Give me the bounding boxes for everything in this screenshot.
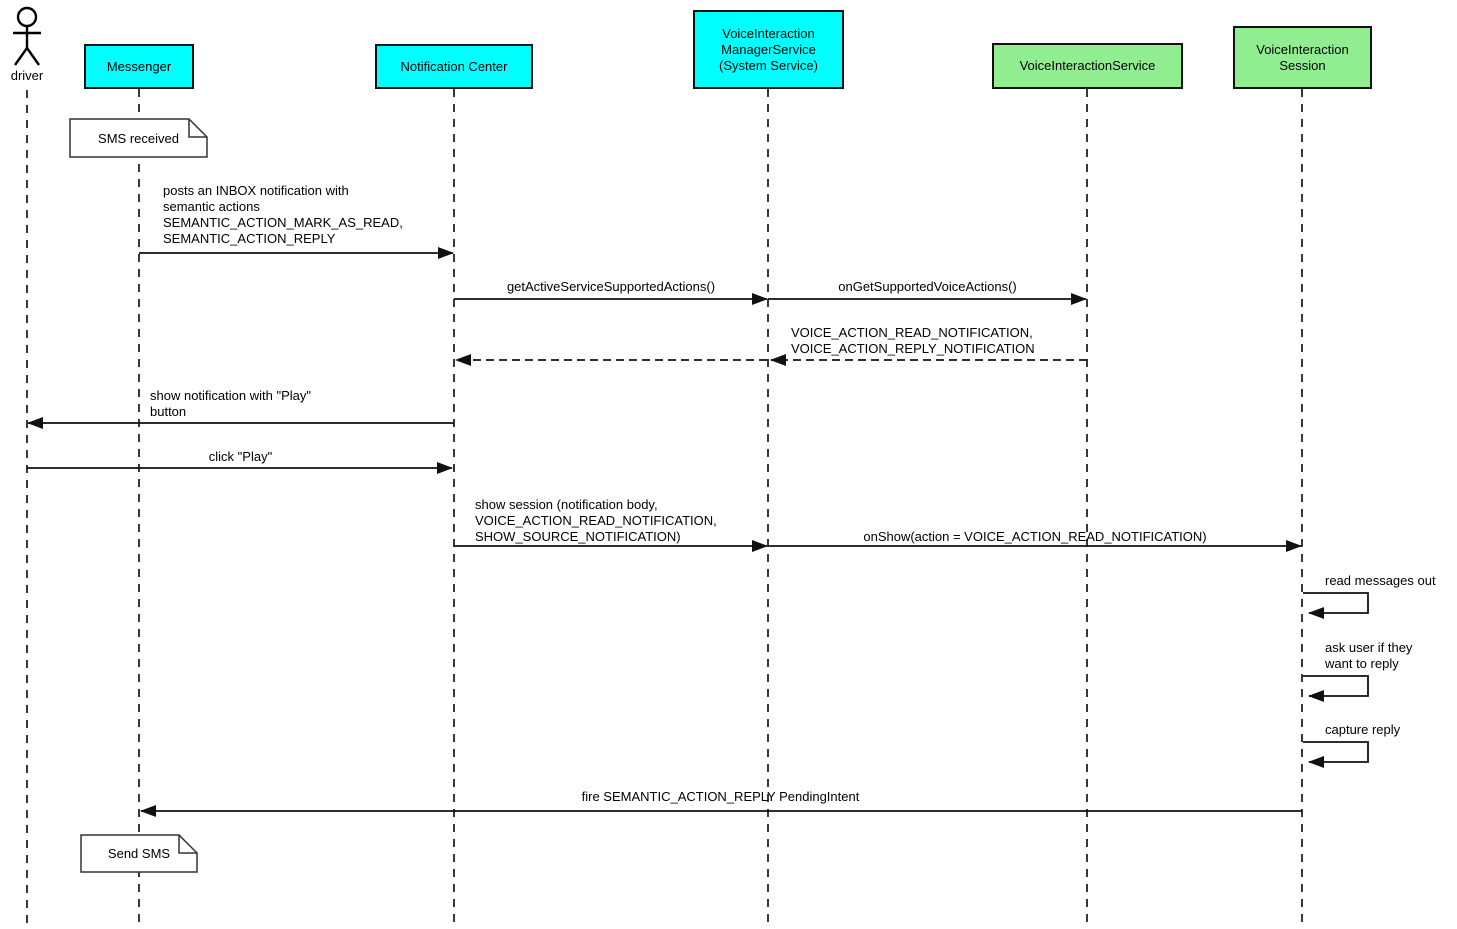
note-sms-received-shape	[69, 118, 208, 158]
note-send-sms-shape	[80, 834, 198, 873]
message-ask-user-reply-label: ask user if they want to reply	[1325, 640, 1413, 671]
self-arrow-ask-user-reply	[1303, 675, 1369, 702]
participant-notification-center: Notification Center	[375, 44, 533, 89]
participant-voice-interaction-session-label: VoiceInteraction Session	[1256, 41, 1349, 73]
participant-voice-interaction-manager-service: VoiceInteraction ManagerService (System …	[693, 10, 844, 89]
message-on-show-label: onShow(action = VOICE_ACTION_READ_NOTIFI…	[863, 529, 1207, 544]
self-arrow-capture-reply	[1303, 741, 1369, 768]
participant-voice-interaction-manager-service-label: VoiceInteraction ManagerService (System …	[719, 25, 818, 73]
note-sms-received-label: SMS received	[98, 130, 179, 146]
message-posts-inbox-notification-label: posts an INBOX notification with semanti…	[163, 183, 403, 246]
participant-voice-interaction-service: VoiceInteractionService	[992, 43, 1183, 89]
message-fire-semantic-action-reply-label: fire SEMANTIC_ACTION_REPLY PendingIntent	[581, 789, 860, 804]
participant-voice-interaction-service-label: VoiceInteractionService	[1019, 58, 1156, 73]
message-show-session-label: show session (notification body, VOICE_A…	[475, 497, 717, 544]
participant-messenger: Messenger	[84, 44, 194, 89]
message-return-voice-actions-label: VOICE_ACTION_READ_NOTIFICATION, VOICE_AC…	[791, 325, 1035, 356]
actor-driver-label: driver	[10, 68, 44, 83]
participant-voice-interaction-session: VoiceInteraction Session	[1233, 26, 1372, 89]
participant-notification-center-label: Notification Center	[400, 58, 508, 74]
message-capture-reply-label: capture reply	[1325, 722, 1401, 737]
self-arrow-read-messages-out	[1303, 592, 1369, 619]
note-send-sms-label: Send SMS	[107, 846, 171, 861]
message-show-notification-play-label: show notification with "Play" button	[150, 388, 311, 419]
message-get-active-service-supported-actions-label: getActiveServiceSupportedActions()	[506, 279, 716, 294]
message-on-get-supported-voice-actions-label: onGetSupportedVoiceActions()	[838, 279, 1017, 294]
message-click-play-label: click "Play"	[208, 449, 273, 464]
participant-messenger-label: Messenger	[106, 58, 172, 74]
actor-driver-icon	[13, 6, 41, 66]
message-read-messages-out-label: read messages out	[1325, 573, 1436, 588]
